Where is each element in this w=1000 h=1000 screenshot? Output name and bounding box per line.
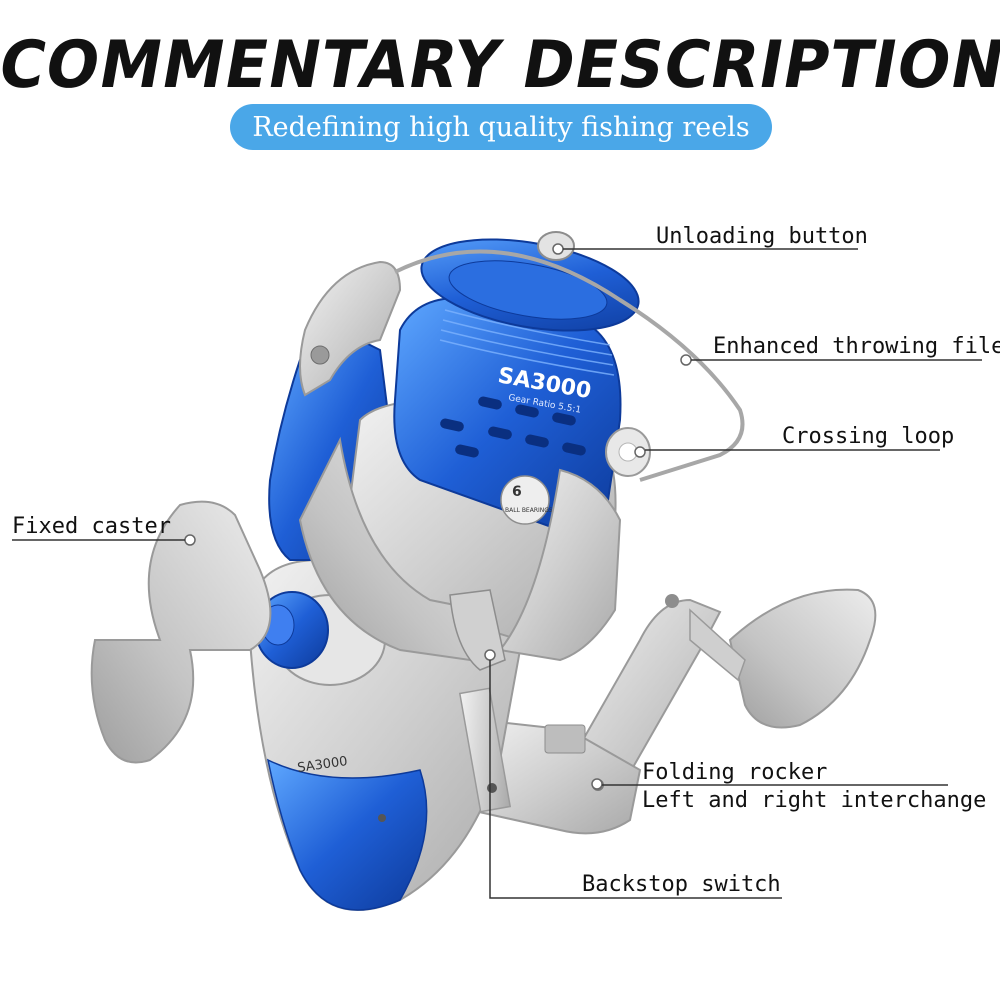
callout-folding-rocker: Folding rocker: [642, 760, 828, 785]
subtitle: Redefining high quality fishing reels: [252, 111, 750, 143]
callout-fixed-caster: Fixed caster: [12, 514, 171, 539]
dot-throwing: [680, 354, 692, 366]
callout-enhanced-throwing-file: Enhanced throwing file: [713, 334, 1000, 359]
subtitle-pill: Redefining high quality fishing reels: [230, 104, 772, 150]
dot-backstop: [484, 649, 496, 661]
body-model-label: SA3000: [296, 754, 348, 776]
bearings-text: BALL BEARINGS: [505, 507, 553, 514]
bail-wire: [394, 249, 745, 482]
body-blue-accent: [266, 758, 428, 911]
dot-crossing: [634, 446, 646, 458]
folding-rocker: [468, 718, 642, 835]
dot-rocker: [591, 778, 603, 790]
callout-unloading-button: Unloading button: [656, 224, 868, 249]
dot-unloading: [552, 243, 564, 255]
dot-caster: [184, 534, 196, 546]
callout-backstop-switch: Backstop switch: [582, 872, 781, 897]
handle-knob: [728, 588, 877, 729]
bearings-count: 6: [512, 484, 522, 500]
leader-backstop: [489, 660, 782, 899]
fixed-caster: [90, 500, 272, 764]
callout-interchange: Left and right interchange: [642, 788, 987, 813]
callout-crossing-loop: Crossing loop: [782, 424, 955, 449]
